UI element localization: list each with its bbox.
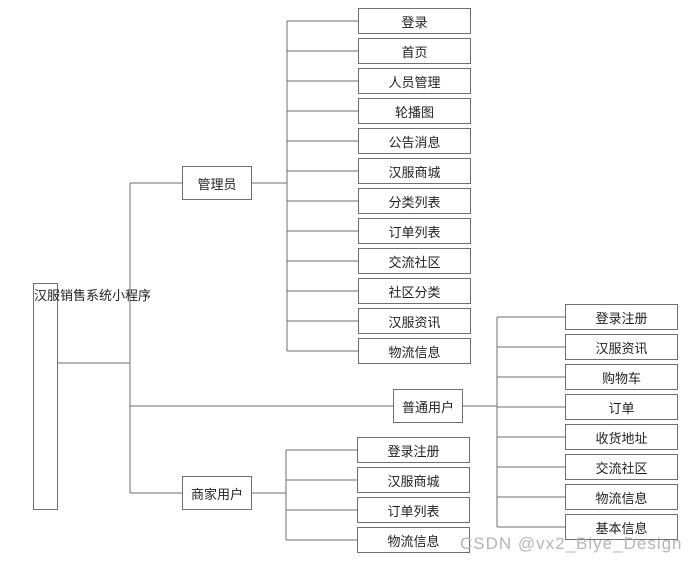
node-merchant-child-register: 登录注册 [357,437,470,463]
node-user-child-basic-info: 基本信息 [565,514,678,540]
node-normal-user: 普通用户 [393,389,463,423]
node-merchant-user: 商家用户 [182,476,252,510]
node-user-child-cart: 购物车 [565,364,678,390]
node-admin-child-orders: 订单列表 [358,218,471,244]
node-admin-child-category: 分类列表 [358,188,471,214]
watermark: CSDN @vx2_Biye_Design [460,534,683,553]
node-user-child-register: 登录注册 [565,304,678,330]
node-admin-child-notice: 公告消息 [358,128,471,154]
node-admin-child-personnel: 人员管理 [358,68,471,94]
node-admin: 管理员 [182,166,252,200]
node-admin-child-community: 交流社区 [358,248,471,274]
node-user-child-community: 交流社区 [565,454,678,480]
node-user-child-news: 汉服资讯 [565,334,678,360]
node-admin-child-logistics: 物流信息 [358,338,471,364]
node-root: 汉服销售系统小程序 [33,283,151,510]
node-admin-child-mall: 汉服商城 [358,158,471,184]
node-admin-child-login: 登录 [358,8,471,34]
node-merchant-child-orders: 订单列表 [357,497,470,523]
node-admin-child-community-category: 社区分类 [358,278,471,304]
node-admin-child-news: 汉服资讯 [358,308,471,334]
node-user-child-order: 订单 [565,394,678,420]
node-admin-child-home: 首页 [358,38,471,64]
node-admin-child-carousel: 轮播图 [358,98,471,124]
node-user-child-logistics: 物流信息 [565,484,678,510]
node-merchant-child-logistics: 物流信息 [357,527,470,553]
node-user-child-address: 收货地址 [565,424,678,450]
node-merchant-child-mall: 汉服商城 [357,467,470,493]
